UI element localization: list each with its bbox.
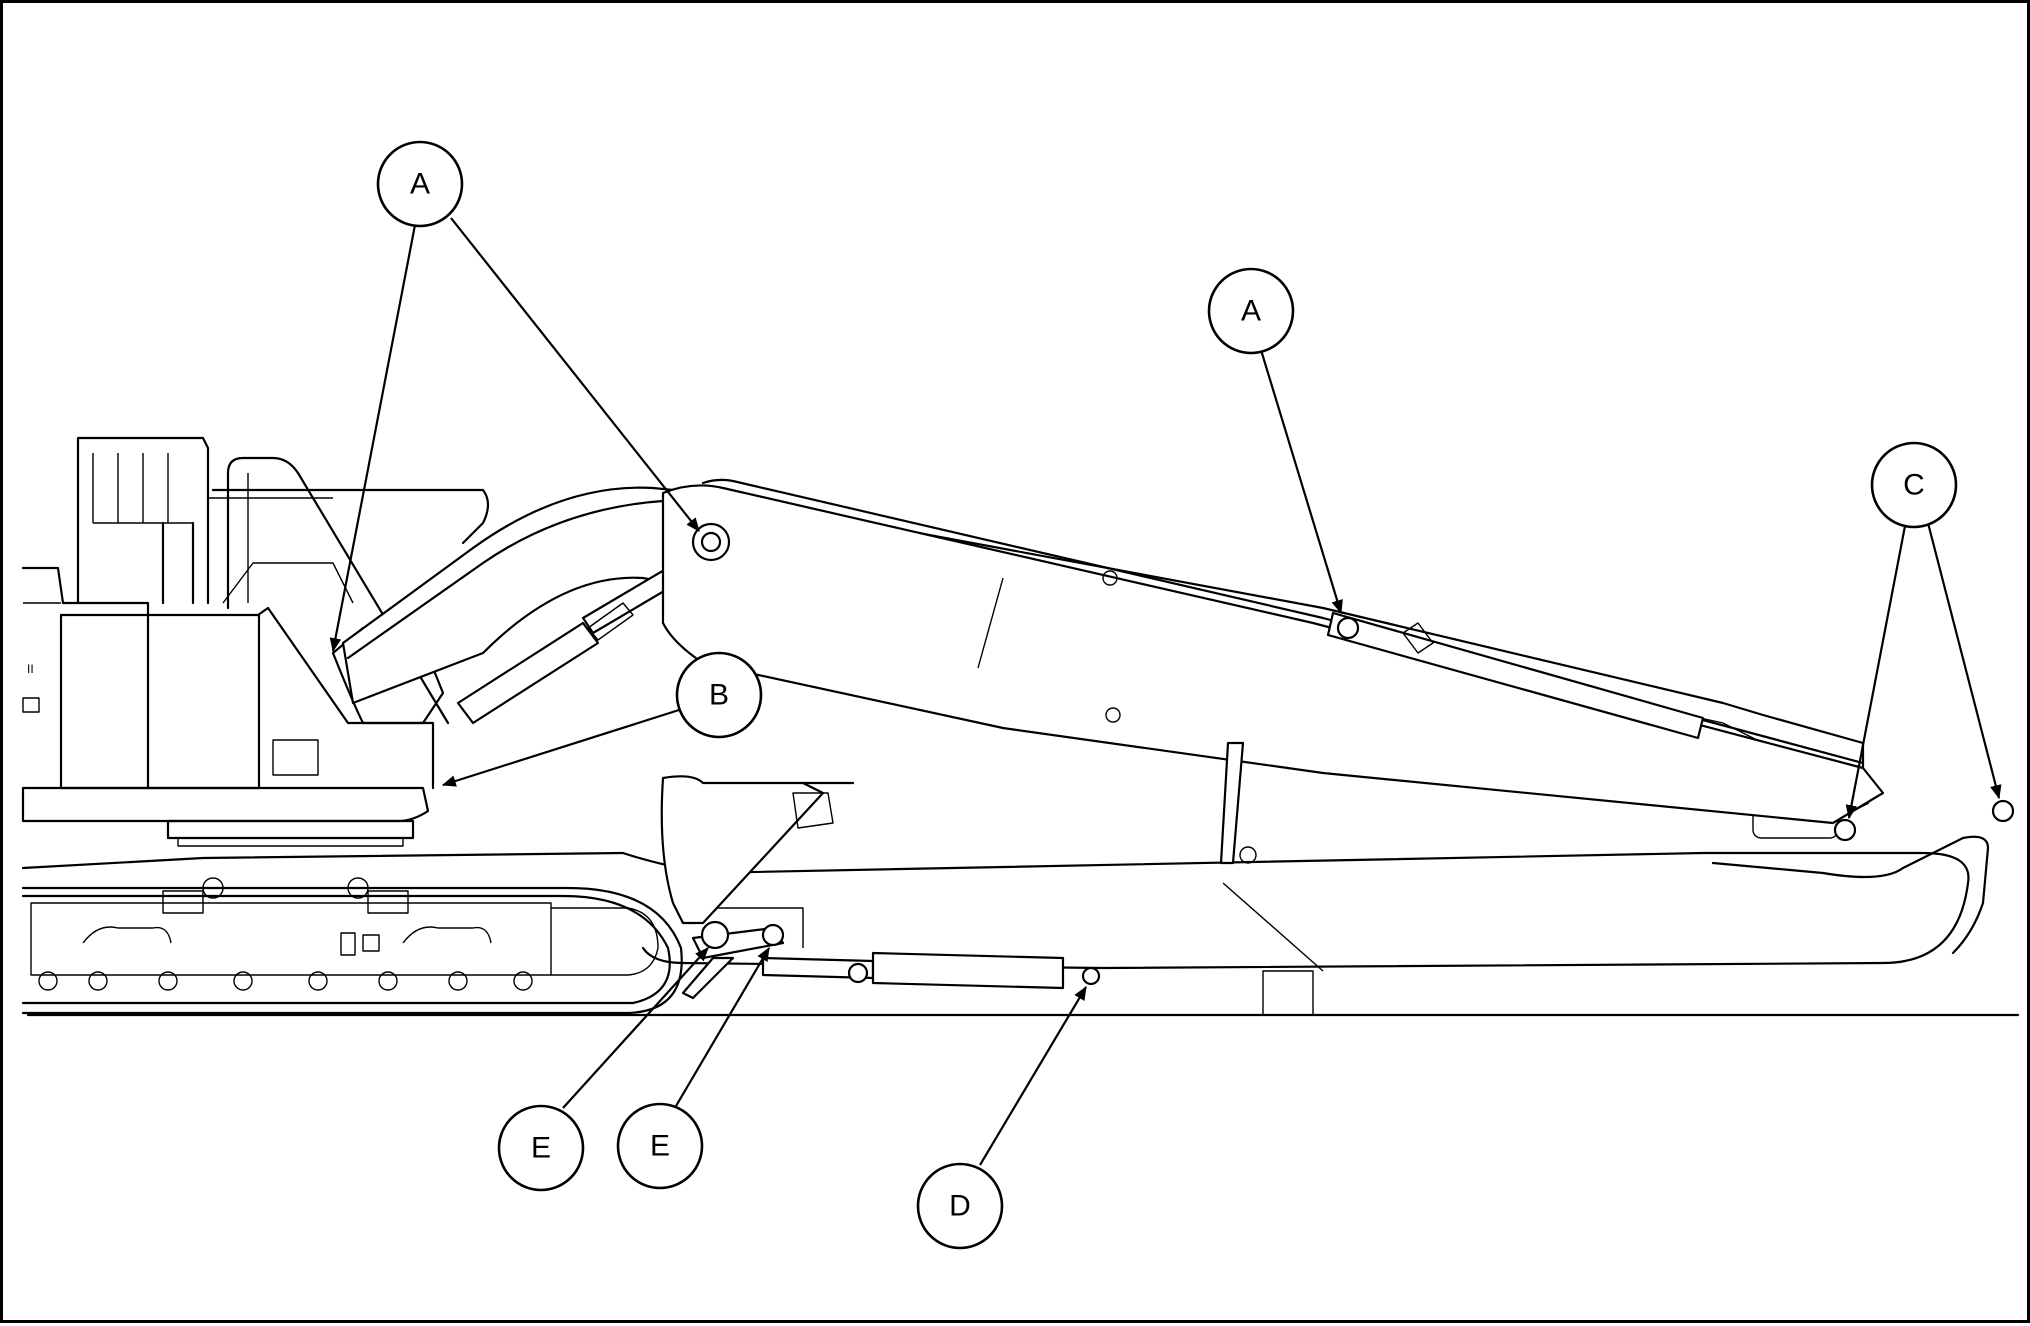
track-assembly — [21, 877, 683, 1015]
leader-c-right — [1926, 522, 2002, 800]
leader-lines — [329, 217, 2002, 1166]
pin-point-icon — [761, 923, 785, 947]
leader-a2 — [1259, 349, 1343, 615]
callout-a-top-right: A — [1207, 267, 1295, 355]
callout-label: C — [1903, 469, 1925, 502]
callout-d: D — [916, 1162, 1004, 1250]
lower-frame — [21, 835, 1990, 1016]
callout-c: C — [1870, 441, 1958, 529]
arm — [661, 478, 1885, 825]
svg-text:II: II — [27, 662, 34, 676]
boom-brackets — [1102, 570, 1257, 865]
leader-a1-left — [329, 224, 417, 653]
callout-label: B — [709, 679, 729, 712]
callout-label: A — [410, 168, 430, 201]
track-rollers — [38, 971, 533, 991]
callout-label: E — [650, 1130, 670, 1163]
callout-e-left: E — [497, 1104, 585, 1192]
callout-label: D — [949, 1190, 971, 1223]
leader-e1 — [562, 947, 709, 1109]
bucket-cylinder — [761, 951, 1065, 990]
leader-d — [979, 985, 1087, 1166]
pin-point-icon — [1991, 799, 2015, 823]
callout-b: B — [675, 651, 763, 739]
pin-point-icon — [1336, 616, 1360, 640]
leader-a1-right — [450, 217, 700, 532]
excavator-diagram: II — [21, 140, 2020, 1250]
upper-structure: II — [21, 436, 490, 847]
callout-label: A — [1241, 295, 1261, 328]
pin-point-icon — [1081, 966, 1101, 986]
leader-b — [441, 708, 680, 787]
callout-a-top-left: A — [376, 140, 464, 228]
callout-label: E — [531, 1132, 551, 1165]
pin-point-icon — [1833, 818, 1857, 842]
pin-point-icon — [700, 920, 730, 950]
callout-e-right: E — [616, 1102, 704, 1190]
leader-c-left — [1845, 525, 1907, 820]
pin-points — [691, 522, 2015, 986]
leader-e2 — [675, 946, 770, 1107]
